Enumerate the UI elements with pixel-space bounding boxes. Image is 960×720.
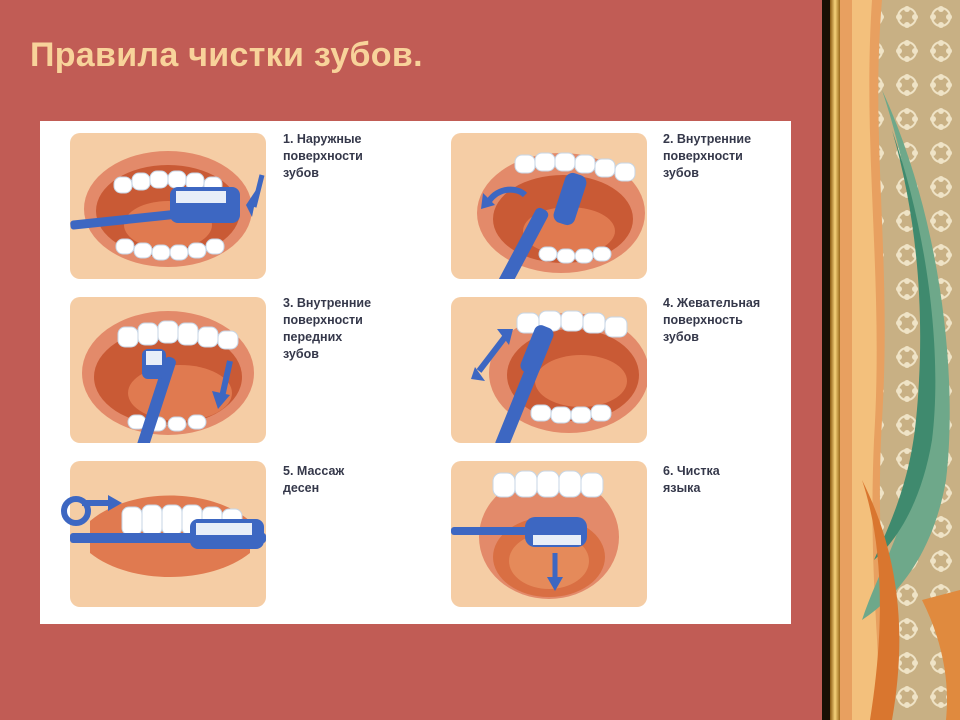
illustration-tongue-cleaning xyxy=(451,461,647,607)
illustration-chewing-surface xyxy=(451,297,647,443)
illustration-outer-surfaces xyxy=(70,133,266,279)
step-label-tongue-cleaning: 6. Чистка языка xyxy=(663,464,720,495)
illustration-inner-surfaces xyxy=(451,133,647,279)
illustration-inner-front-teeth xyxy=(70,297,266,443)
rotation-arrow-icon xyxy=(61,495,122,526)
step-label-chewing-surface: 4. Жевательная поверхность зубов xyxy=(663,296,761,344)
diagram-panel: 1. Наружные поверхности зубов 2. Внутрен… xyxy=(40,121,791,624)
step-label-gum-massage: 5. Массаж десен xyxy=(283,464,345,495)
step-label-outer-surfaces: 1. Наружные поверхности зубов xyxy=(283,132,363,180)
slide-title: Правила чистки зубов. xyxy=(30,36,423,74)
step-label-inner-front-teeth: 3. Внутренние поверхности передних зубов xyxy=(283,296,372,361)
illustration-gum-massage xyxy=(70,461,266,607)
step-label-inner-surfaces: 2. Внутренние поверхности зубов xyxy=(663,132,752,180)
decorative-border xyxy=(822,0,960,720)
